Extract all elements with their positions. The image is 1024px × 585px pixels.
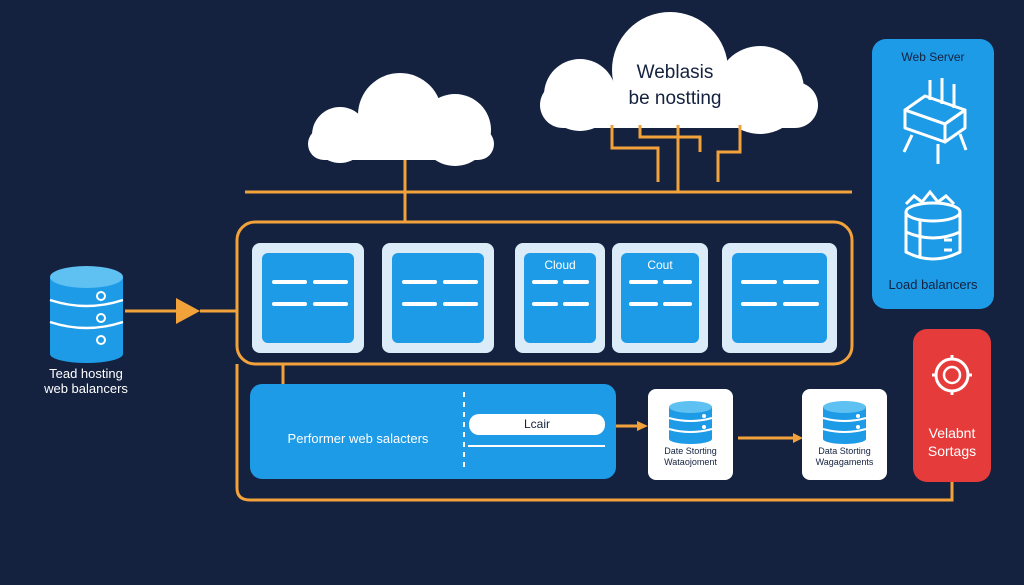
storage-caption-line-2: Wagagaments [815, 457, 874, 467]
cloud-main-line-2: be nostting [628, 88, 722, 109]
performer-bar[interactable] [250, 384, 616, 479]
load-balancers-caption: Load balancers [888, 277, 978, 292]
performer-label: Performer web salacters [287, 431, 429, 446]
web-server-title: Web Server [901, 50, 965, 64]
alert-label-line-1: Velabnt [928, 425, 976, 441]
connector-arrowheads [176, 298, 803, 443]
left-database-caption-line-1: Tead hosting [49, 366, 123, 381]
performer-pill-label: Lcair [523, 417, 550, 431]
load-balancer-drum-icon [904, 189, 962, 261]
storage-caption-line-1: Data Storting [818, 446, 871, 456]
connector-lines [125, 125, 954, 502]
server-rack-icon [902, 78, 968, 164]
server-card-label: Cout [647, 258, 673, 272]
storage-node[interactable] [648, 389, 733, 480]
alert-box-label: Velabnt Sortags [913, 424, 991, 460]
storage-node[interactable] [802, 389, 887, 480]
server-card[interactable] [612, 243, 708, 353]
server-card[interactable] [252, 243, 364, 353]
server-card[interactable] [722, 243, 837, 353]
storage-caption-line-2: Wataojoment [664, 457, 717, 467]
server-card-label: Cloud [544, 258, 576, 272]
cloud-main-line-1: Weblasis [636, 62, 714, 83]
storage-node-caption: Date Storting Wataojoment [648, 446, 733, 468]
web-server-panel[interactable] [872, 39, 994, 309]
alert-label-line-2: Sortags [927, 443, 977, 459]
cloud-main [540, 12, 818, 134]
cloud-small [308, 73, 494, 166]
left-database-caption: Tead hosting web balancers [20, 366, 152, 396]
storage-caption-line-1: Date Storting [664, 446, 717, 456]
alert-ring-icon [932, 355, 972, 395]
server-card[interactable] [515, 243, 605, 353]
alert-box[interactable] [913, 329, 991, 482]
database-icon[interactable] [49, 266, 124, 363]
left-database-caption-line-2: web balancers [44, 381, 128, 396]
storage-node-caption: Data Storting Wagagaments [802, 446, 887, 468]
server-card[interactable] [382, 243, 494, 353]
cloud-main-title: Weblasis be nostting [590, 60, 760, 112]
